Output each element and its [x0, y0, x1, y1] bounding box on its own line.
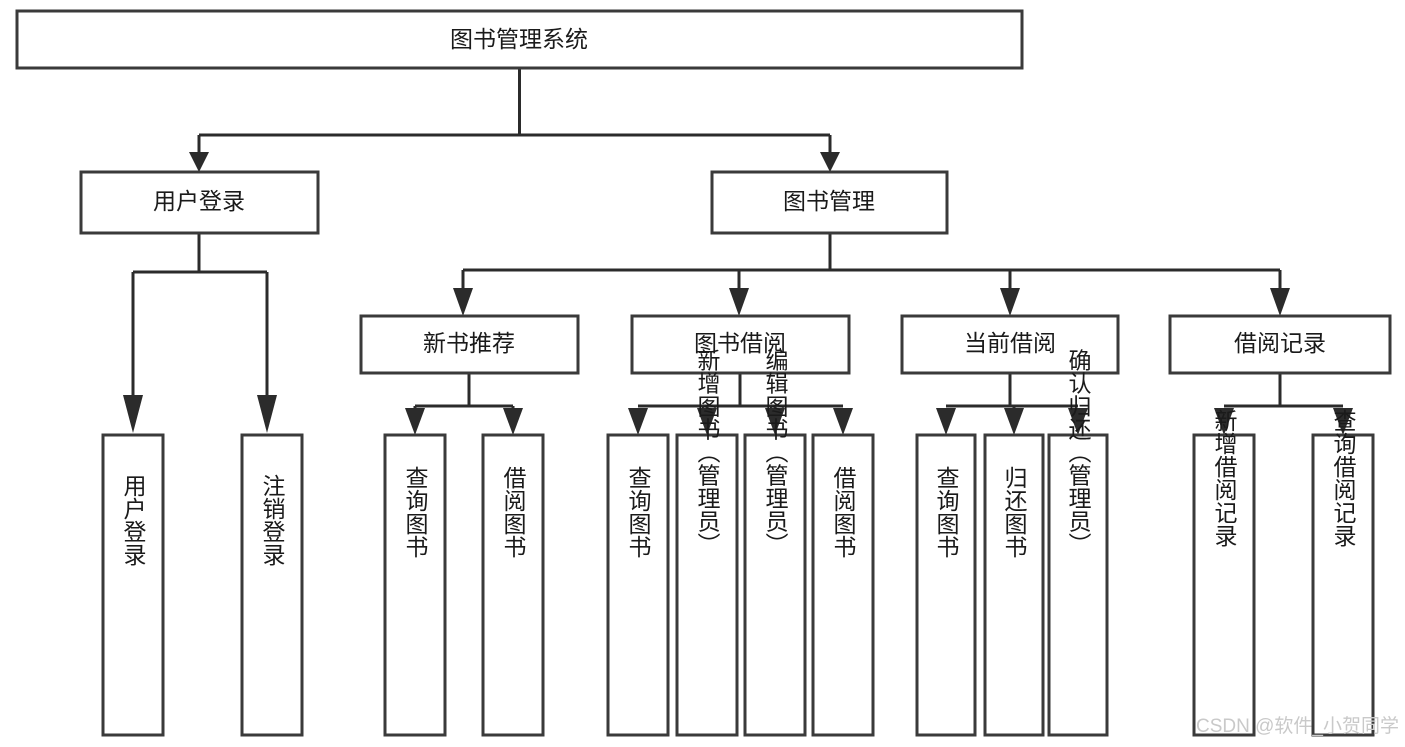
leaf-user-login-1[interactable]: 用户登录	[101, 433, 165, 737]
node-book-management[interactable]: 图书管理	[710, 170, 949, 235]
node-current-borrow-box[interactable]	[900, 314, 1120, 375]
leaf-book-borrow-2[interactable]: 新增图书（管理员）	[675, 349, 739, 737]
leaf-label: 编辑图书（管理员）	[762, 349, 789, 556]
arrowhead-recommend-2	[503, 408, 523, 435]
leaf-label: 归还图书	[1001, 466, 1028, 558]
node-root-label: 图书管理系统	[450, 26, 588, 52]
leaf-current-borrow-2[interactable]: 归还图书	[983, 433, 1045, 737]
node-book-management-label: 图书管理	[783, 188, 875, 214]
leaf-new-book-recommend-2[interactable]: 借阅图书	[481, 433, 545, 737]
arrowhead-borrow-3	[765, 408, 785, 435]
node-book-borrow[interactable]: 图书借阅	[630, 314, 851, 375]
leaf-current-borrow-3[interactable]: 确认归还（管理员）	[1047, 349, 1109, 737]
leaf-current-borrow-1[interactable]: 查询图书	[915, 433, 977, 737]
connector-layer	[123, 68, 1353, 435]
leaf-box[interactable]	[811, 433, 875, 737]
arrowhead-current-1	[936, 408, 956, 435]
leaf-label: 查询图书	[933, 466, 960, 558]
leaf-user-login-2[interactable]: 注销登录	[240, 433, 304, 737]
leaf-box[interactable]	[101, 433, 165, 737]
leaf-new-book-recommend-1[interactable]: 查询图书	[383, 433, 447, 737]
leaf-label: 用户登录	[120, 474, 147, 566]
leaf-box[interactable]	[1047, 433, 1109, 737]
leaf-box[interactable]	[675, 433, 739, 737]
arrowhead-root-login	[189, 152, 209, 172]
leaf-box[interactable]	[983, 433, 1045, 737]
leaf-book-borrow-3[interactable]: 编辑图书（管理员）	[743, 349, 807, 737]
node-user-login[interactable]: 用户登录	[79, 170, 320, 235]
leaf-box[interactable]	[1311, 433, 1375, 737]
leaf-label: 借阅图书	[500, 466, 527, 558]
arrowhead-borrow-4	[833, 408, 853, 435]
arrowhead-borrow-1	[628, 408, 648, 435]
arrowhead-current-2	[1004, 408, 1024, 435]
leaf-label: 确认归还（管理员）	[1065, 349, 1092, 556]
leaf-label: 新增借阅记录	[1211, 409, 1238, 547]
arrowhead-books-c2	[729, 288, 749, 316]
arrowhead-login-leaf-1	[123, 395, 143, 433]
leaf-borrow-record-1[interactable]: 新增借阅记录	[1192, 409, 1256, 737]
arrowhead-record-1	[1214, 408, 1234, 435]
node-new-book-recommend[interactable]: 新书推荐	[359, 314, 580, 375]
arrowhead-login-leaf-2	[257, 395, 277, 433]
node-new-book-recommend-label: 新书推荐	[423, 330, 515, 356]
arrowhead-root-books	[820, 152, 840, 172]
leaf-box[interactable]	[240, 433, 304, 737]
leaf-label: 查询借阅记录	[1330, 409, 1357, 547]
node-borrow-record-label: 借阅记录	[1234, 330, 1326, 356]
leaf-borrow-record-2[interactable]: 查询借阅记录	[1311, 409, 1375, 737]
node-root-box[interactable]	[15, 9, 1024, 70]
leaf-box[interactable]	[743, 433, 807, 737]
leaf-box[interactable]	[383, 433, 447, 737]
node-book-borrow-label: 图书借阅	[694, 330, 786, 356]
node-borrow-record-box[interactable]	[1168, 314, 1392, 375]
node-new-book-recommend-box[interactable]	[359, 314, 580, 375]
leaf-label: 查询图书	[402, 466, 429, 558]
leaf-box[interactable]	[1192, 433, 1256, 737]
node-book-borrow-box[interactable]	[630, 314, 851, 375]
arrowhead-record-2	[1333, 408, 1353, 435]
watermark-text: CSDN @软件_小贺同学	[1196, 715, 1399, 737]
node-user-login-box[interactable]	[79, 170, 320, 235]
leaf-book-borrow-4[interactable]: 借阅图书	[811, 433, 875, 737]
leaf-label: 注销登录	[259, 474, 286, 566]
arrowhead-books-c3	[1000, 288, 1020, 316]
leaf-box[interactable]	[606, 433, 670, 737]
node-current-borrow[interactable]: 当前借阅	[900, 314, 1120, 375]
arrowhead-books-c4	[1270, 288, 1290, 316]
node-current-borrow-label: 当前借阅	[964, 330, 1056, 356]
node-book-management-box[interactable]	[710, 170, 949, 235]
node-borrow-record[interactable]: 借阅记录	[1168, 314, 1392, 375]
leaf-label: 新增图书（管理员）	[694, 349, 721, 556]
arrowhead-recommend-1	[405, 408, 425, 435]
node-user-login-label: 用户登录	[153, 188, 245, 214]
leaf-book-borrow-1[interactable]: 查询图书	[606, 433, 670, 737]
arrowhead-current-3	[1068, 408, 1088, 435]
leaf-label: 借阅图书	[830, 466, 857, 558]
leaf-box[interactable]	[481, 433, 545, 737]
arrowhead-books-c1	[453, 288, 473, 316]
leaf-box[interactable]	[915, 433, 977, 737]
arrowhead-borrow-2	[697, 408, 717, 435]
node-root[interactable]: 图书管理系统	[15, 9, 1024, 70]
leaf-label: 查询图书	[625, 466, 652, 558]
